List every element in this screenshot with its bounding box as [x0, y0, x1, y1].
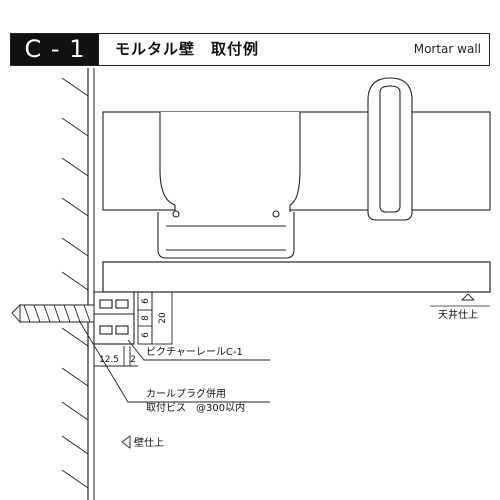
wall-label: 壁仕上	[134, 436, 164, 449]
page-subtitle: Mortar wall	[413, 42, 481, 56]
product-code: C - 1	[11, 34, 99, 65]
wall-hatching	[61, 77, 89, 489]
screw-label-line1: カールプラグ併用	[146, 387, 226, 400]
ceiling-board	[102, 261, 491, 293]
picture-rail	[93, 291, 135, 345]
header-bar: C - 1 モルタル壁 取付例 Mortar wall	[10, 33, 490, 66]
ceiling-marker-icon	[460, 293, 476, 301]
dim-6-top: 6	[141, 298, 151, 304]
dim-20: 20	[158, 312, 168, 324]
rail-label: ピクチャーレールC-1	[146, 346, 243, 358]
dim-2: 2	[130, 355, 136, 365]
dimension-box	[137, 291, 173, 345]
anchor-screw	[11, 303, 95, 324]
leader-lines	[79, 321, 270, 403]
hanging-fixture	[102, 77, 491, 259]
dim-12-5: 12.5	[99, 355, 119, 365]
wall-marker-icon	[121, 435, 131, 449]
ceiling-label: 天井仕上	[438, 308, 478, 321]
page-title: モルタル壁 取付例	[115, 40, 260, 58]
bracket-loop	[367, 77, 413, 221]
screw-label-line2: 取付ビス @300以内	[146, 401, 245, 414]
dim-6-mid: 6	[141, 332, 151, 338]
bottom-dimension	[93, 346, 138, 367]
dim-8: 8	[141, 315, 151, 321]
